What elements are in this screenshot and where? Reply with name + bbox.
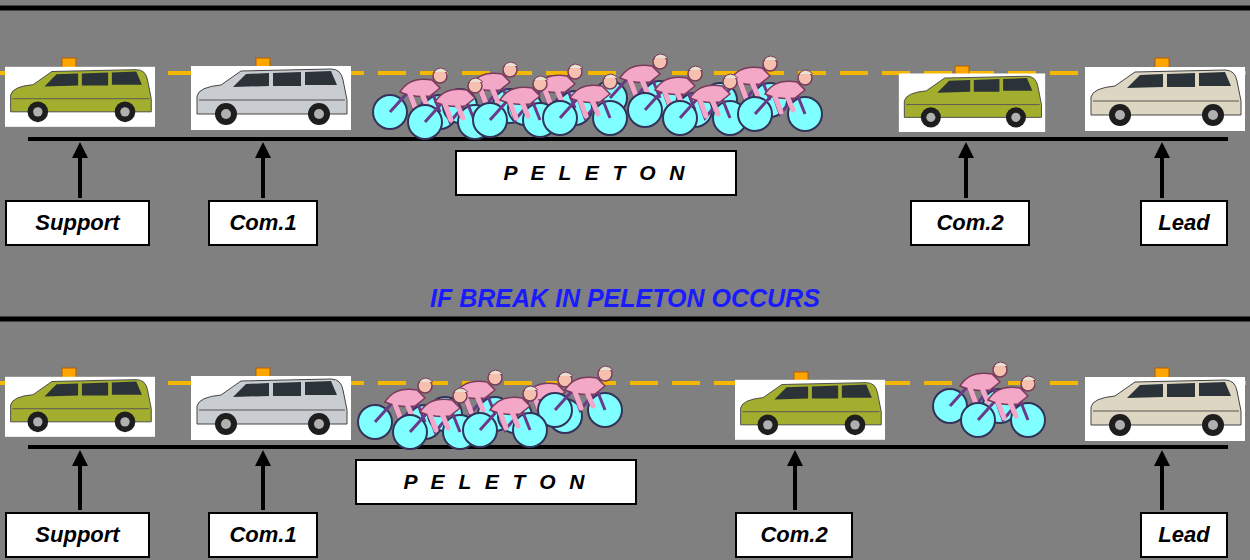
group-label-box: P E L E T O N <box>355 459 637 505</box>
box-label: Lead <box>1158 211 1209 235</box>
box-label: Com.2 <box>760 523 827 547</box>
box-label: P E L E T O N <box>403 470 588 493</box>
box-label: Support <box>35 523 119 547</box>
group-label-box: P E L E T O N <box>455 150 737 196</box>
vehicle-label-box: Support <box>5 200 150 246</box>
vehicle-label-box: Lead <box>1140 512 1228 558</box>
vehicle-label-box: Com.1 <box>208 200 318 246</box>
vehicle-label-box: Com.2 <box>910 200 1030 246</box>
vehicle-label-box: Support <box>5 512 150 558</box>
vehicle-label-box: Com.1 <box>208 512 318 558</box>
box-label: Support <box>35 211 119 235</box>
vehicle-label-box: Lead <box>1140 200 1228 246</box>
condition-caption: IF BREAK IN PELETON OCCURS <box>430 284 820 313</box>
box-label: Com.1 <box>229 523 296 547</box>
box-label: Com.2 <box>936 211 1003 235</box>
vehicle-label-box: Com.2 <box>735 512 853 558</box>
box-label: Lead <box>1158 523 1209 547</box>
box-label: P E L E T O N <box>503 161 688 184</box>
box-label: Com.1 <box>229 211 296 235</box>
